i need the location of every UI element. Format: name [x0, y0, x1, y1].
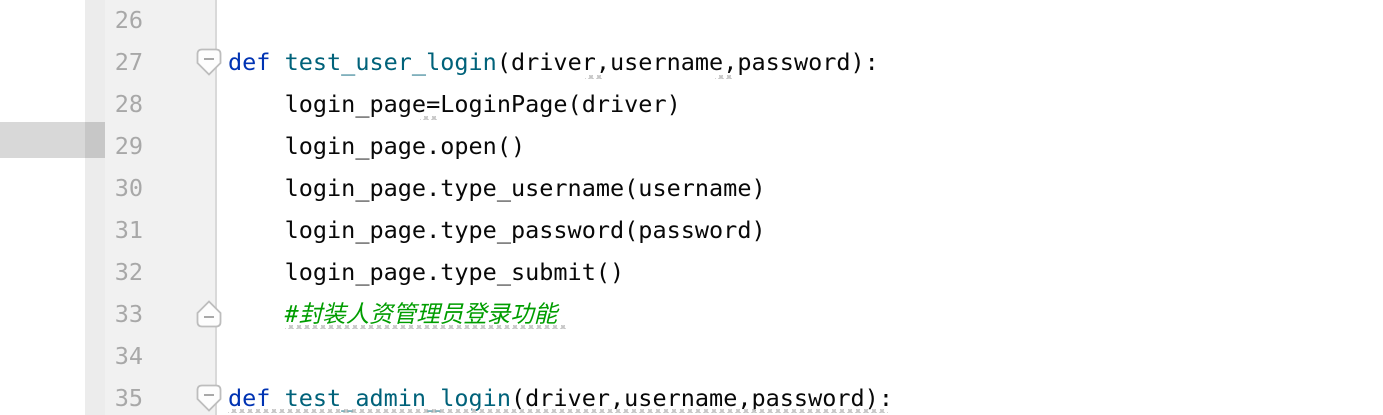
project-panel-edge	[0, 0, 105, 415]
code-line-32[interactable]: login_page.type_submit()	[217, 251, 1383, 293]
statement: login_page=LoginPage(driver)	[228, 90, 681, 118]
code-line-33[interactable]: #封装人资管理员登录功能	[217, 293, 1383, 335]
code-line-34[interactable]	[217, 335, 1383, 377]
function-name: test_user_login	[284, 48, 497, 76]
code-line-28[interactable]: login_page=LoginPage(driver)	[217, 83, 1383, 125]
comment: #封装人资管理员登录功能	[228, 300, 558, 328]
keyword-def: def	[228, 384, 285, 412]
line-number[interactable]: 35	[114, 384, 143, 412]
statement: login_page.type_username(username)	[228, 174, 766, 202]
function-name: test_admin_login	[284, 384, 511, 412]
code-line-27[interactable]: def test_user_login(driver,username,pass…	[217, 41, 1383, 83]
code-area[interactable]: def test_user_login(driver,username,pass…	[217, 0, 1383, 415]
code-line-31[interactable]: login_page.type_password(password)	[217, 209, 1383, 251]
function-params: (driver,username,password):	[496, 48, 879, 76]
code-line-30[interactable]: login_page.type_username(username)	[217, 167, 1383, 209]
line-number[interactable]: 29	[114, 132, 143, 160]
line-number[interactable]: 31	[114, 216, 143, 244]
fold-collapse-start-icon[interactable]	[196, 48, 222, 78]
line-number[interactable]: 27	[114, 48, 143, 76]
line-number[interactable]: 34	[114, 342, 143, 370]
project-panel-scrollbar[interactable]	[85, 0, 105, 415]
statement: login_page.type_submit()	[228, 258, 625, 286]
code-line-29[interactable]: login_page.open()	[217, 125, 1383, 167]
fold-collapse-end-icon[interactable]	[196, 299, 222, 329]
project-selected-row-highlight[interactable]	[0, 122, 105, 158]
keyword-def: def	[228, 48, 285, 76]
line-number[interactable]: 26	[114, 6, 143, 34]
statement: login_page.open()	[228, 132, 526, 160]
line-number[interactable]: 30	[114, 174, 143, 202]
code-line-26[interactable]	[217, 0, 1383, 41]
line-number-column: 26 27 28 29 30 31 32 33 34 35	[105, 0, 143, 415]
fold-collapse-start-icon[interactable]	[196, 384, 222, 414]
line-number[interactable]: 32	[114, 258, 143, 286]
function-params: (driver,username,password):	[510, 384, 893, 412]
code-line-35[interactable]: def test_admin_login(driver,username,pas…	[217, 377, 1383, 415]
line-number[interactable]: 28	[114, 90, 143, 118]
editor-gutter	[105, 0, 217, 415]
statement: login_page.type_password(password)	[228, 216, 766, 244]
gutter-separator	[215, 0, 217, 415]
line-number[interactable]: 33	[114, 300, 143, 328]
